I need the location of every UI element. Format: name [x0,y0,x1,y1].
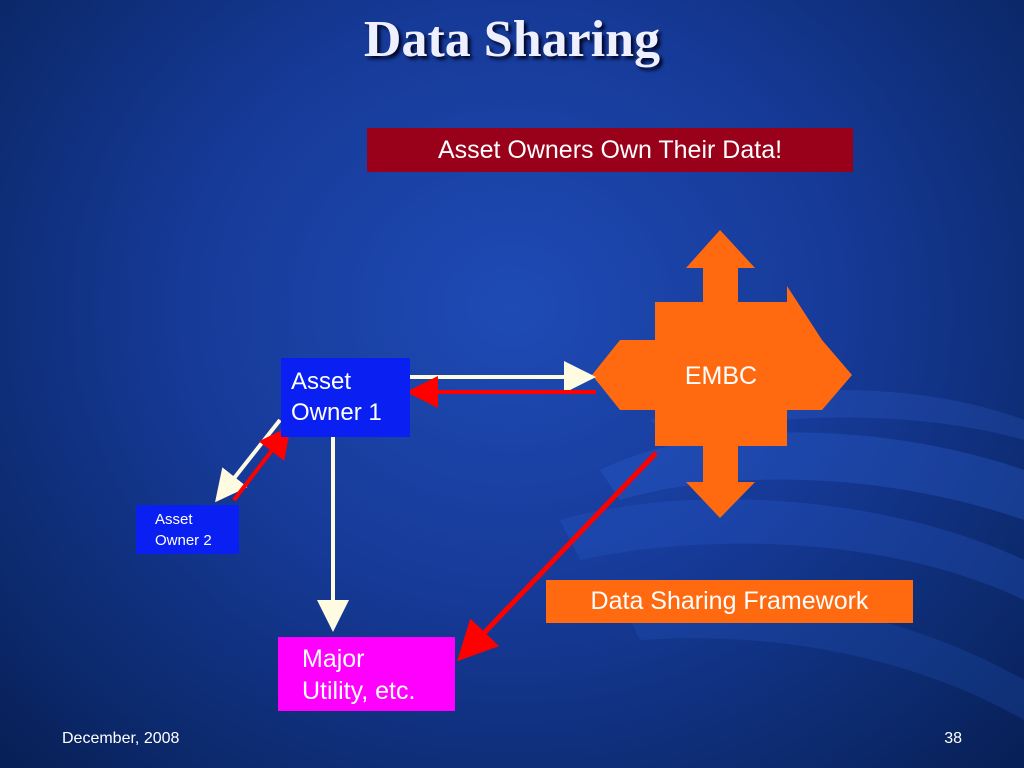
asset-owner-2-line1: Asset [155,511,193,528]
major-utility-line2: Utility, etc. [302,677,416,705]
page-number: 38 [944,730,962,747]
data-sharing-framework-box: Data Sharing Framework [546,580,913,623]
asset-owner-2-box: Asset Owner 2 [136,505,239,554]
major-utility-line1: Major [302,645,365,673]
arrow-embc-to-utility [457,451,658,662]
asset-owner-1-box: Asset Owner 1 [281,358,410,437]
arrow-owner1-to-owner2 [215,418,282,503]
footer-date: December, 2008 [62,730,180,747]
arrow-owner2-to-owner1 [232,425,291,502]
embc-four-way-arrow [592,230,852,518]
banner: Asset Owners Own Their Data! [367,128,853,172]
slide-title: Data Sharing [363,11,661,68]
major-utility-box: Major Utility, etc. [278,637,455,711]
embc-label: EMBC [684,362,758,390]
asset-owner-1-line2: Owner 1 [291,399,382,426]
asset-owner-1-line1: Asset [291,368,352,395]
asset-owner-2-line2: Owner 2 [155,532,212,549]
